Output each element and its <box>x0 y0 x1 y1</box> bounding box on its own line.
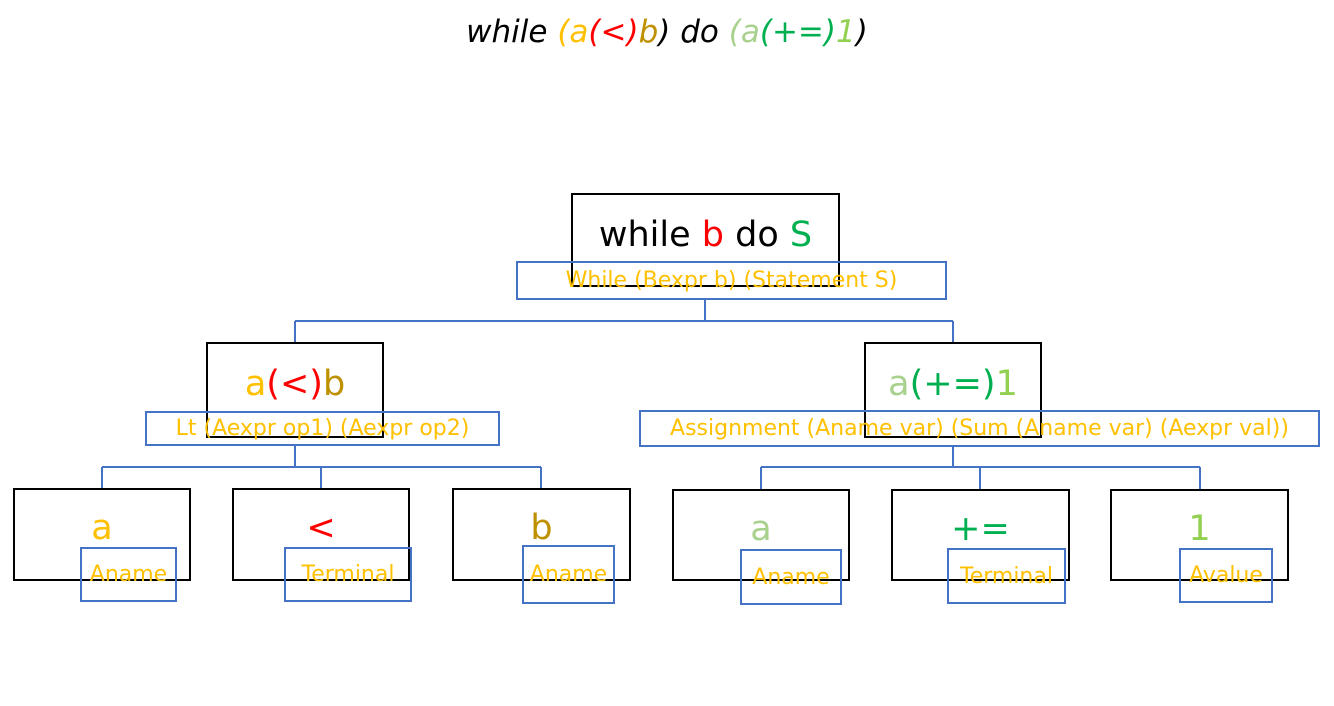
leaf-label-avalue: Avalue <box>1179 548 1273 603</box>
leaf-label-terminal: Terminal <box>284 547 412 602</box>
root-while: while <box>598 215 702 255</box>
title-lt-op: (<) <box>588 14 639 50</box>
leaf-label-aname-b: Aname <box>522 545 615 604</box>
root-b: b <box>701 215 725 255</box>
title-var-a-2: a <box>740 14 760 50</box>
leaf-label-terminal-2: Terminal <box>947 548 1066 604</box>
title-do: ) do <box>658 14 729 50</box>
assignment-type-label: Assignment (Aname var) (Sum (Aname var) … <box>639 410 1320 447</box>
leaf-node-1: 1 <box>1110 489 1289 581</box>
connector-root <box>294 300 954 343</box>
title-while: while <box>466 14 558 50</box>
leaf-text-a: a <box>91 508 113 548</box>
title-open-paren-1: ( <box>557 14 570 50</box>
root-node: while b do S <box>571 193 840 287</box>
title-value-1: 1 <box>835 14 856 50</box>
root-do: do <box>724 215 790 255</box>
leaf-label-aname: Aname <box>80 547 177 602</box>
connector-right <box>760 445 1201 489</box>
leaf-text-a-2: a <box>750 509 772 549</box>
root-node-text: while b do S <box>573 215 838 255</box>
lt-op: (<) <box>266 364 323 404</box>
lt-node-text: a(<)b <box>208 364 382 404</box>
assignment-node: a(+=)1 <box>864 342 1042 438</box>
leaf-text-1: 1 <box>1188 509 1211 549</box>
leaf-node-plus-eq: += <box>891 489 1070 581</box>
title-close-paren: ) <box>855 14 868 50</box>
lt-b: b <box>322 364 346 404</box>
leaf-text-b: b <box>530 508 553 548</box>
leaf-text-plus-eq: += <box>951 509 1010 549</box>
assignment-node-text: a(+=)1 <box>866 364 1040 404</box>
title-var-a: a <box>569 14 589 50</box>
root-type-label: While (Bexpr b) (Statement S) <box>516 261 947 300</box>
leaf-node-a-2: a <box>672 489 850 581</box>
lt-type-label: Lt (Aexpr op1) (Aexpr op2) <box>145 411 500 446</box>
diagram-title: while (a(<)b) do (a(+=)1) <box>0 14 1334 50</box>
leaf-node-b: b <box>452 488 631 581</box>
root-s: S <box>789 215 813 255</box>
assign-v: 1 <box>995 364 1018 404</box>
leaf-node-lt: < <box>232 488 410 581</box>
connector-left <box>101 445 542 489</box>
assign-op: (+=) <box>909 364 996 404</box>
leaf-label-aname-2: Aname <box>740 549 842 605</box>
title-var-b: b <box>638 14 659 50</box>
leaf-text-lt: < <box>306 508 336 548</box>
title-open-paren-2: ( <box>728 14 741 50</box>
leaf-node-a: a <box>13 488 191 581</box>
assign-a: a <box>888 364 910 404</box>
title-plus-eq-op: (+=) <box>759 14 836 50</box>
lt-node: a(<)b <box>206 342 384 438</box>
lt-a: a <box>244 364 267 404</box>
